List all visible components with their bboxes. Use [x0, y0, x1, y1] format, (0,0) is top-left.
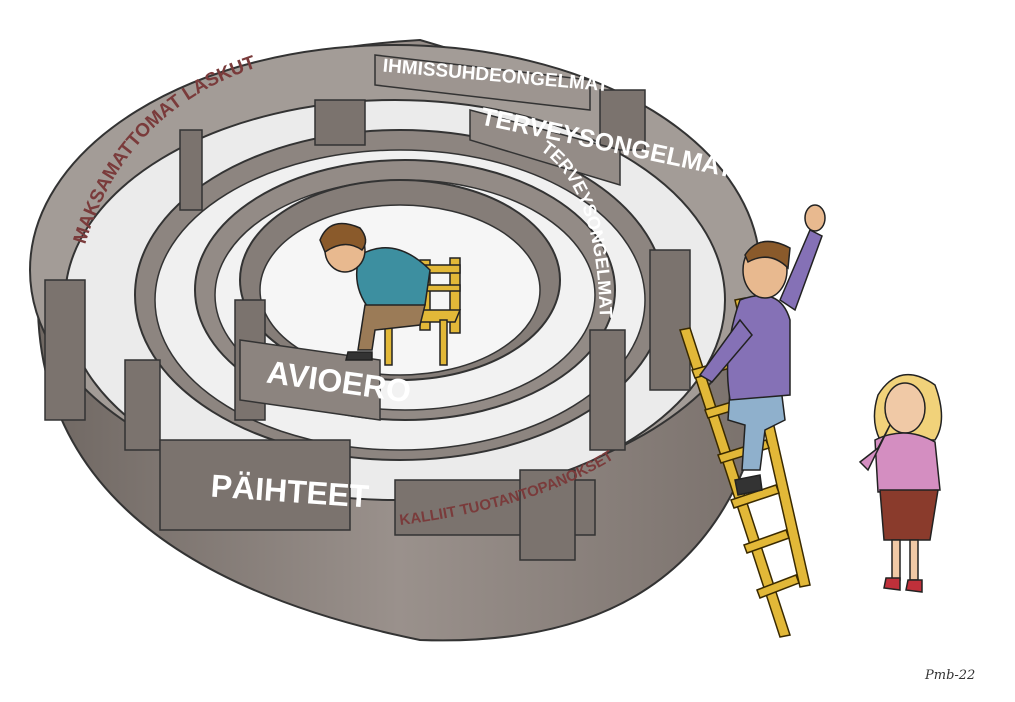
wall-slab-health	[469, 109, 621, 187]
woman-shoe-right	[905, 579, 923, 593]
climbing-man-shoe	[734, 474, 763, 496]
artist-signature: Pmb-22	[925, 668, 976, 683]
maze	[29, 38, 761, 642]
woman-head	[884, 382, 926, 434]
climbing-man-hand	[804, 204, 826, 232]
woman-top	[874, 432, 941, 493]
woman-figure	[858, 373, 943, 593]
wall-slab-relationship	[374, 54, 591, 111]
climbing-man-hair	[744, 240, 791, 270]
sad-man-figure	[319, 222, 462, 366]
sad-man-pants	[357, 304, 426, 351]
woman-skirt	[879, 489, 939, 541]
sad-man-shoe	[345, 351, 373, 361]
woman-arm	[858, 424, 891, 472]
woman-leg-left	[891, 539, 901, 581]
climbing-man-figure	[698, 204, 826, 496]
sad-man-shirt	[355, 247, 431, 311]
sad-man-hair	[319, 222, 367, 254]
wall-slab-divorce	[239, 339, 381, 421]
woman-shoe-left	[883, 577, 901, 591]
woman-leg-right	[909, 539, 919, 581]
climbing-man-raised-arm	[779, 228, 823, 312]
climbing-man-lower-arm	[698, 318, 753, 383]
